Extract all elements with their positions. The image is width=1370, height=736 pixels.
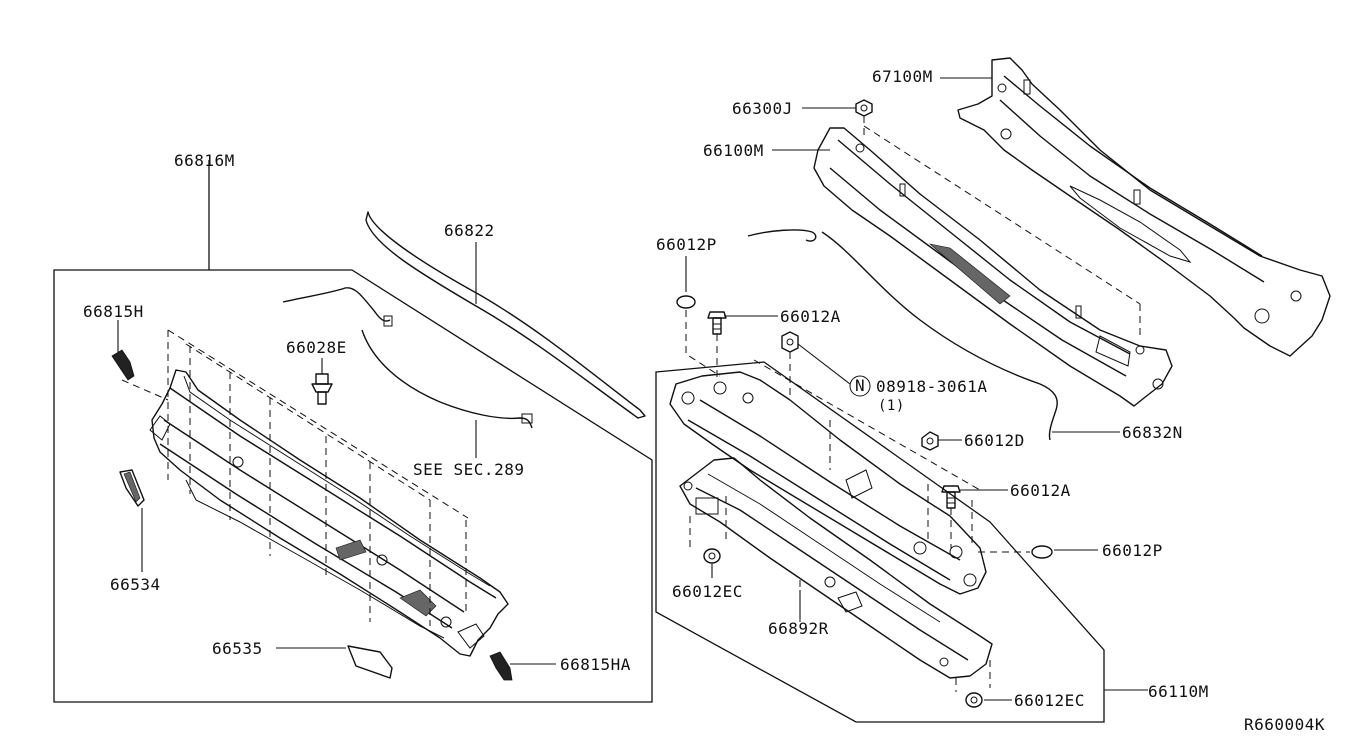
- label-66815ha: 66815HA: [560, 655, 631, 674]
- label-66012a-top: 66012A: [780, 307, 841, 326]
- nut-66012d: [921, 431, 962, 451]
- label-66012ec-left: 66012EC: [672, 582, 743, 601]
- label-66012a-mid: 66012A: [1010, 481, 1071, 500]
- cowl-upper-66100m: [772, 127, 1173, 407]
- nut-08918-3061a: [781, 331, 871, 400]
- clip-66815h: [111, 320, 135, 381]
- nut-66012ec-left: [703, 548, 721, 578]
- label-08918-qty: (1): [878, 398, 905, 414]
- bolt-66012a-mid: [753, 359, 1008, 548]
- cowl-bracket-upper: [669, 371, 987, 595]
- label-66028e: 66028E: [286, 338, 347, 357]
- label-66100m: 66100M: [703, 141, 764, 160]
- label-66534: 66534: [110, 575, 161, 594]
- crossmember-67100m: [940, 57, 1331, 357]
- cowl-top-panel: [149, 369, 509, 657]
- label-66012p-top: 66012P: [656, 235, 717, 254]
- label-66832n: 66832N: [1122, 423, 1183, 442]
- left-guide-lines: [121, 329, 469, 626]
- n-symbol-circle: [849, 375, 871, 397]
- label-66535: 66535: [212, 639, 263, 658]
- washer-hose: [282, 287, 533, 458]
- bolt-66012a-top: [707, 311, 778, 380]
- label-66012ec-bottom: 66012EC: [1014, 691, 1085, 710]
- bracket-66892r: [679, 457, 993, 679]
- label-66822: 66822: [444, 221, 495, 240]
- seal-66535: [276, 645, 393, 679]
- left-assembly-frame: [53, 160, 653, 703]
- seal-strip-66822: [365, 211, 646, 419]
- label-66892r: 66892R: [768, 619, 829, 638]
- n-symbol: N: [855, 376, 865, 395]
- label-08918-3061a: 08918-3061A: [876, 377, 987, 396]
- label-see-sec-289: SEE SEC.289: [413, 460, 524, 479]
- label-66300j: 66300J: [732, 99, 793, 118]
- label-66012p-right: 66012P: [1102, 541, 1163, 560]
- harness-66832n: [747, 229, 1120, 441]
- part-labels: 66816M 66822 66815H 66028E SEE SEC.289 6…: [83, 67, 1325, 734]
- nut-66012ec-bottom: [955, 660, 1012, 708]
- bracket-66534: [119, 469, 145, 572]
- label-66815h: 66815H: [83, 302, 144, 321]
- grommet-66012p-right: [978, 545, 1098, 559]
- clip-66815ha: [489, 651, 556, 681]
- label-67100m: 67100M: [872, 67, 933, 86]
- grommet-66012p-top: [676, 256, 721, 377]
- label-66816m: 66816M: [174, 151, 235, 170]
- clip-66028e: [311, 358, 333, 405]
- nut-66300j: [802, 99, 1141, 305]
- label-66012d: 66012D: [964, 431, 1025, 450]
- label-66110m: 66110M: [1148, 682, 1209, 701]
- right-assembly-frame: [655, 361, 1148, 723]
- reference-code: R660004K: [1244, 715, 1325, 734]
